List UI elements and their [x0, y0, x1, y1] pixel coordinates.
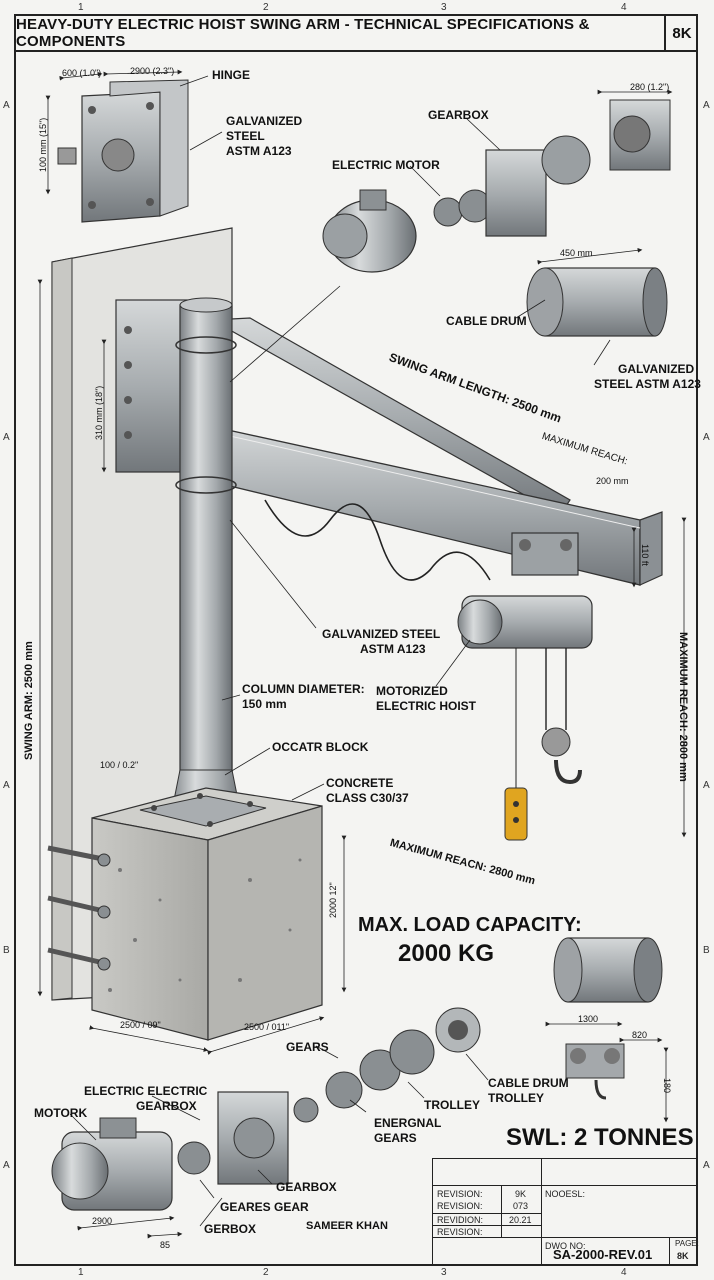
max-load-value: 2000 KG — [398, 940, 495, 967]
zone-right-5: A — [703, 1160, 710, 1171]
dim-2900-top: 2900 (2.3") — [130, 66, 175, 76]
designer-signature: SAMEER KHAN — [306, 1220, 388, 1232]
label-galvanized-1a: GALVANIZED — [226, 114, 303, 128]
label-hoist-b: ELECTRIC HOIST — [376, 699, 477, 713]
label-swing-arm-vertical: SWING ARM: 2500 mm — [23, 641, 35, 760]
zone-bottom-2: 2 — [263, 1267, 269, 1278]
label-electric-gearbox-b: GEARBOX — [136, 1099, 197, 1113]
zone-left-4: B — [3, 945, 10, 956]
cable-drum-trolley-detail — [545, 937, 669, 1123]
dim-85: 85 — [160, 1240, 171, 1250]
motor-gearbox-explode — [322, 89, 673, 273]
label-galvanized-2b: STEEL ASTM A123 — [594, 377, 701, 391]
dim-110: 110 ft — [640, 544, 650, 566]
tb-rev-label-2: REVISION: — [437, 1201, 483, 1211]
zone-left-3: A — [3, 780, 10, 791]
dim-2900-bottom: 2900 — [92, 1216, 113, 1226]
tb-model-label: NOOESL: — [545, 1189, 586, 1199]
drawing-title: HEAVY-DUTY ELECTRIC HOIST SWING ARM - TE… — [16, 16, 664, 52]
dim-2500: 2500 / 09" — [120, 1020, 161, 1030]
tb-page-label: PAGE: — [675, 1239, 699, 1248]
hoist-assembly — [457, 517, 687, 841]
label-cable-drum-trolley-a: CABLE DRUM — [488, 1076, 569, 1090]
column — [169, 297, 243, 826]
dim-2000: 2000 12" — [328, 882, 338, 918]
zone-top-2: 2 — [263, 2, 269, 13]
dim-310: 310 mm (18") — [94, 385, 104, 440]
zone-top-3: 3 — [441, 2, 447, 13]
label-galvanized-3b: ASTM A123 — [360, 642, 426, 656]
label-gearbox-bottom: GEARBOX — [276, 1180, 337, 1194]
tb-dwg-number: SA-2000-REV.01 — [553, 1247, 653, 1262]
label-gearbox-top: GEARBOX — [428, 108, 489, 122]
label-concrete-b: CLASS C30/37 — [326, 791, 409, 805]
title-block: REVISION: 9K REVISION: 073 REVIDION: 20.… — [432, 1158, 699, 1266]
zone-left-1: A — [3, 100, 10, 111]
dim-600: 600 (1.0") — [62, 68, 102, 78]
zone-right-1: A — [703, 100, 710, 111]
dim-100: 100 mm (15") — [38, 117, 48, 172]
dim-2500b: 2500 / 011" — [244, 1022, 290, 1032]
dim-180: 180 — [662, 1078, 672, 1094]
zone-bottom-3: 3 — [441, 1267, 447, 1278]
label-energnal-b: GEARS — [374, 1131, 417, 1145]
zone-left-5: A — [3, 1160, 10, 1171]
label-gerbox: GERBOX — [204, 1222, 257, 1236]
cable-drum-top — [526, 247, 668, 337]
label-electric-motor: ELECTRIC MOTOR — [332, 158, 440, 172]
dim-820: 820 — [632, 1030, 648, 1040]
zone-right-4: B — [703, 945, 710, 956]
label-column-value: 150 mm — [242, 697, 287, 711]
zone-top-4: 4 — [621, 2, 627, 13]
zone-top-1: 1 — [78, 2, 84, 13]
label-hinge: HINGE — [212, 68, 251, 82]
label-galvanized-2a: GALVANIZED — [618, 362, 695, 376]
label-galvanized-3a: GALVANIZED STEEL — [322, 627, 441, 641]
swl-value: SWL: 2 TONNES — [506, 1124, 694, 1151]
label-trolley: TROLLEY — [424, 1098, 480, 1112]
dim-450: 450 mm — [560, 248, 593, 258]
label-concrete-a: CONCRETE — [326, 776, 394, 790]
drawing-frame — [14, 14, 698, 1266]
tb-rev-label-4: REVISION: — [437, 1227, 483, 1237]
label-cable-drum-trolley-b: TROLLEY — [488, 1091, 544, 1105]
label-column-diameter: COLUMN DIAMETER: — [242, 682, 365, 696]
label-gears: GEARS — [286, 1040, 329, 1054]
label-cable-drum: CABLE DRUM — [446, 314, 527, 328]
leader-lines — [69, 75, 611, 1227]
drawing-code: 8K — [664, 16, 698, 52]
dim-280: 280 (1.2") — [630, 82, 670, 92]
concrete-base — [47, 787, 347, 1055]
dim-100b: 100 / 0.2" — [100, 760, 139, 770]
label-electric-gearbox-a: ELECTRIC ELECTRIC — [84, 1084, 208, 1098]
tb-page-value: 8K — [677, 1251, 689, 1261]
zone-right-2: A — [703, 432, 710, 443]
label-max-reach-vertical: MAXIMUM REACH: 2800 mm — [677, 632, 689, 782]
tb-rev-value-1: 9K — [515, 1189, 527, 1199]
zone-bottom-4: 4 — [621, 1267, 627, 1278]
tb-dwg-label: DWO NO: — [545, 1241, 586, 1251]
label-hoist-a: MOTORIZED — [376, 684, 448, 698]
label-motork: MOTORK — [34, 1106, 88, 1120]
tb-rev-label-3: REVIDION: — [437, 1215, 484, 1225]
zone-bottom-1: 1 — [78, 1267, 84, 1278]
hinge-detail — [45, 69, 189, 223]
max-load-title: MAX. LOAD CAPACITY: — [358, 914, 582, 936]
dim-200: 200 mm — [596, 476, 629, 486]
drive-train-explode — [51, 1007, 481, 1239]
label-occatr-block: OCCATR BLOCK — [272, 740, 369, 754]
label-galvanized-1c: ASTM A123 — [226, 144, 292, 158]
label-galvanized-1b: STEEL — [226, 129, 265, 143]
dim-1300: 1300 — [578, 1014, 599, 1024]
tb-rev-value-2: 073 — [513, 1201, 529, 1211]
tb-rev-value-3: 20.21 — [509, 1215, 532, 1225]
zone-left-2: A — [3, 432, 10, 443]
label-geares-gear: GEARES GEAR — [220, 1200, 309, 1214]
tb-rev-label-1: REVISION: — [437, 1189, 483, 1199]
label-energnal-a: ENERGNAL — [374, 1116, 442, 1130]
zone-right-3: A — [703, 780, 710, 791]
